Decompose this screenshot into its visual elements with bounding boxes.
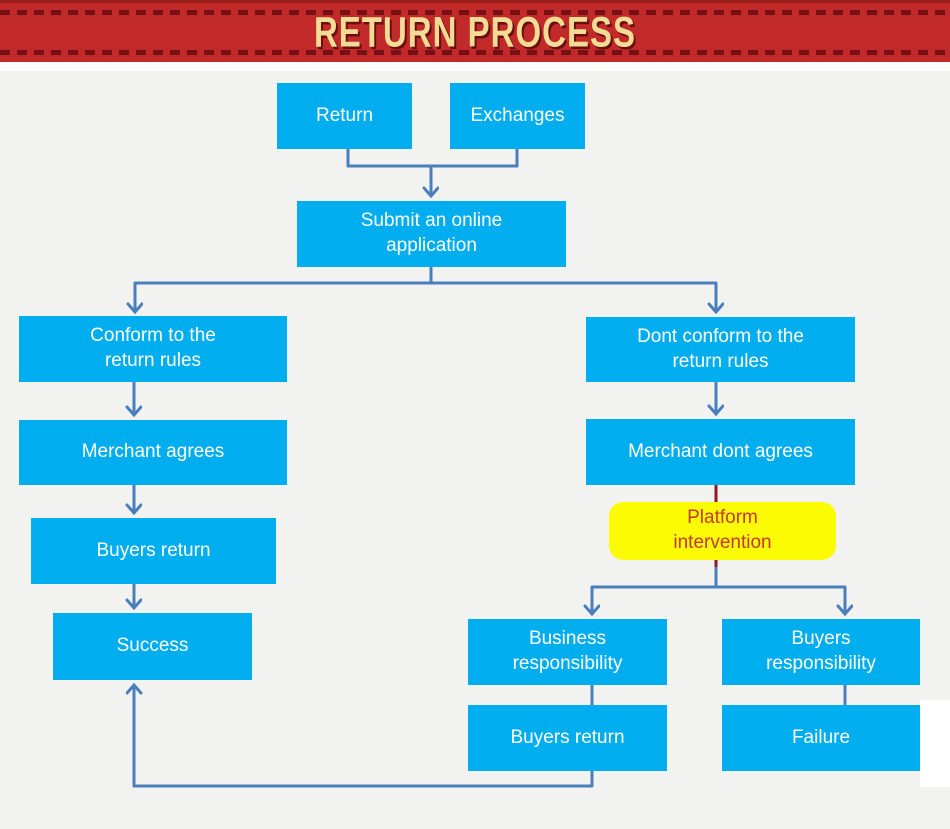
node-failure: Failure — [722, 705, 920, 771]
node-conform-rules: Conform to the return rules — [19, 316, 287, 382]
node-exchanges: Exchanges — [450, 83, 585, 149]
background-white-patch — [920, 700, 950, 787]
connector-split-rules — [135, 281, 716, 312]
title-banner: RETURN PROCESS — [0, 0, 950, 62]
node-merchant-agrees: Merchant agrees — [19, 420, 287, 485]
node-business-responsibility: Business responsibility — [468, 619, 667, 685]
node-dont-conform-rules: Dont conform to the return rules — [586, 317, 855, 382]
node-buyers-return: Buyers return — [31, 518, 276, 584]
node-platform-intervention: Platform intervention — [609, 502, 836, 560]
page-title: RETURN PROCESS — [313, 6, 637, 56]
connector-merge-top — [346, 148, 519, 168]
connector-feedback-to-success — [134, 685, 594, 788]
banner-underline-strip — [0, 62, 950, 71]
node-buyers-return-bottom: Buyers return — [468, 705, 667, 771]
banner-dashed-line-top — [0, 10, 950, 15]
node-submit-application: Submit an online application — [297, 201, 566, 267]
node-buyers-responsibility: Buyers responsibility — [722, 619, 920, 685]
banner-dashed-line-bottom — [0, 50, 950, 55]
node-success: Success — [53, 613, 252, 680]
node-merchant-dont-agrees: Merchant dont agrees — [586, 419, 855, 485]
node-return: Return — [277, 83, 412, 149]
connector-split-responsibility — [592, 585, 845, 614]
